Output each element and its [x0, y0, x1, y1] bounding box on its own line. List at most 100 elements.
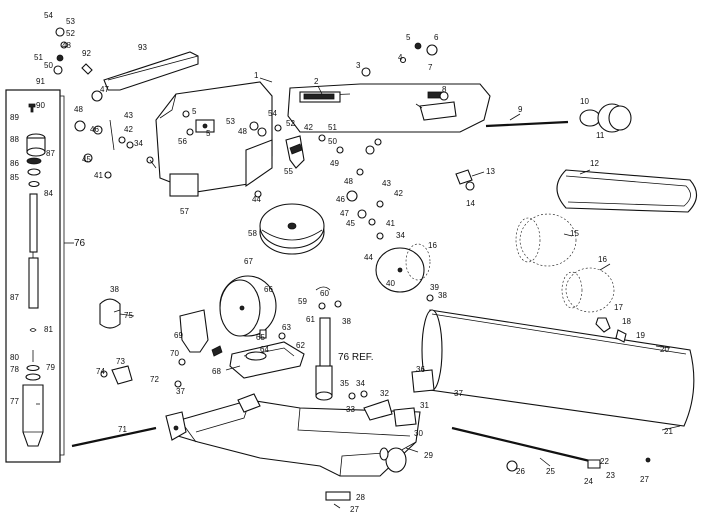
callout-25: 25 [546, 467, 555, 476]
pulleys [375, 213, 615, 313]
callout-38c: 38 [342, 317, 351, 326]
callout-35: 35 [340, 379, 349, 388]
callout-47: 47 [100, 85, 109, 94]
callout-43: 43 [124, 111, 133, 120]
callout-51: 51 [34, 53, 43, 62]
callout-48b: 48 [74, 105, 83, 114]
callout-46b: 46 [336, 195, 345, 204]
callout-5c: 5 [206, 129, 211, 138]
callout-37: 37 [176, 387, 185, 396]
callout-6: 6 [434, 33, 439, 42]
callout-80: 80 [10, 353, 19, 362]
callout-3: 3 [356, 61, 361, 70]
callout-20: 20 [660, 345, 669, 354]
callout-32: 32 [380, 389, 389, 398]
callout-34c: 34 [356, 379, 365, 388]
callout-58: 58 [248, 229, 257, 238]
callout-84: 84 [44, 189, 53, 198]
callout-34b: 34 [396, 231, 405, 240]
callout-66: 66 [264, 285, 273, 294]
callout-23: 23 [606, 471, 615, 480]
callout-36: 36 [416, 365, 425, 374]
callout-54b: 54 [268, 109, 277, 118]
callout-7: 7 [428, 63, 433, 72]
gear-58 [254, 190, 325, 255]
callout-10: 10 [580, 97, 589, 106]
callout-41: 41 [94, 171, 103, 180]
callout-39: 39 [430, 283, 439, 292]
callout-60: 60 [320, 289, 329, 298]
callout-81: 81 [44, 325, 53, 334]
upper-arm [287, 42, 632, 133]
callout-48: 48 [62, 41, 71, 50]
callout-11: 11 [596, 131, 605, 140]
callout-17: 17 [614, 303, 623, 312]
callout-51b: 51 [328, 123, 337, 132]
column-76-ref [315, 286, 342, 401]
table-parts [348, 369, 435, 427]
callout-22: 22 [600, 457, 609, 466]
callout-85: 85 [10, 173, 19, 182]
callout-15: 15 [570, 229, 579, 238]
callout-72: 72 [150, 375, 159, 384]
callout-45: 45 [82, 155, 91, 164]
callout-90: 90 [36, 101, 45, 110]
callout-40: 40 [386, 279, 395, 288]
callout-63: 63 [282, 323, 291, 332]
callout-18: 18 [622, 317, 631, 326]
callout-24: 24 [584, 477, 593, 486]
callout-29: 29 [424, 451, 433, 460]
callout-93: 93 [138, 43, 147, 52]
callout-62: 62 [296, 341, 305, 350]
callout-19: 19 [636, 331, 645, 340]
callout-55: 55 [284, 167, 293, 176]
callout-33: 33 [346, 405, 355, 414]
callout-1: 1 [254, 71, 259, 80]
callout-89: 89 [10, 113, 19, 122]
callout-38b: 38 [110, 285, 119, 294]
callout-5: 5 [406, 33, 411, 42]
callout-8: 8 [442, 85, 447, 94]
callout-31: 31 [420, 401, 429, 410]
callout-68: 68 [212, 367, 221, 376]
callout-64: 64 [260, 345, 269, 354]
callout-38: 38 [438, 291, 447, 300]
belt-12 [556, 169, 698, 213]
callout-27b: 27 [640, 475, 649, 484]
callout-27: 27 [350, 505, 359, 514]
callout-76-ref: 76 REF. [338, 352, 374, 363]
top-left-hardware [53, 27, 199, 179]
callout-48c: 48 [238, 127, 247, 136]
callout-48d: 48 [344, 177, 353, 186]
callout-42c: 42 [394, 189, 403, 198]
callout-87b: 87 [10, 293, 19, 302]
callout-47b: 47 [340, 209, 349, 218]
blade-assembly [99, 275, 305, 388]
callout-77: 77 [10, 397, 19, 406]
callout-86: 86 [10, 159, 19, 168]
callout-28: 28 [356, 493, 365, 502]
callout-26: 26 [516, 467, 525, 476]
callout-78: 78 [10, 365, 19, 374]
callout-53: 53 [66, 17, 75, 26]
callout-43b: 43 [382, 179, 391, 188]
callout-9: 9 [518, 105, 523, 114]
callout-73: 73 [116, 357, 125, 366]
callout-71: 71 [118, 425, 127, 434]
callout-59: 59 [298, 297, 307, 306]
callout-5b: 5 [192, 107, 197, 116]
callout-76: 76 [74, 238, 86, 249]
callout-16b: 16 [598, 255, 607, 264]
base-29 [71, 393, 651, 509]
callout-92: 92 [82, 49, 91, 58]
callout-74: 74 [96, 367, 105, 376]
callout-75: 75 [124, 311, 133, 320]
upper-housing [146, 81, 273, 197]
callout-61: 61 [306, 315, 315, 324]
callout-50b: 50 [328, 137, 337, 146]
callout-42: 42 [124, 125, 133, 134]
callout-41b: 41 [386, 219, 395, 228]
callout-50: 50 [44, 61, 53, 70]
